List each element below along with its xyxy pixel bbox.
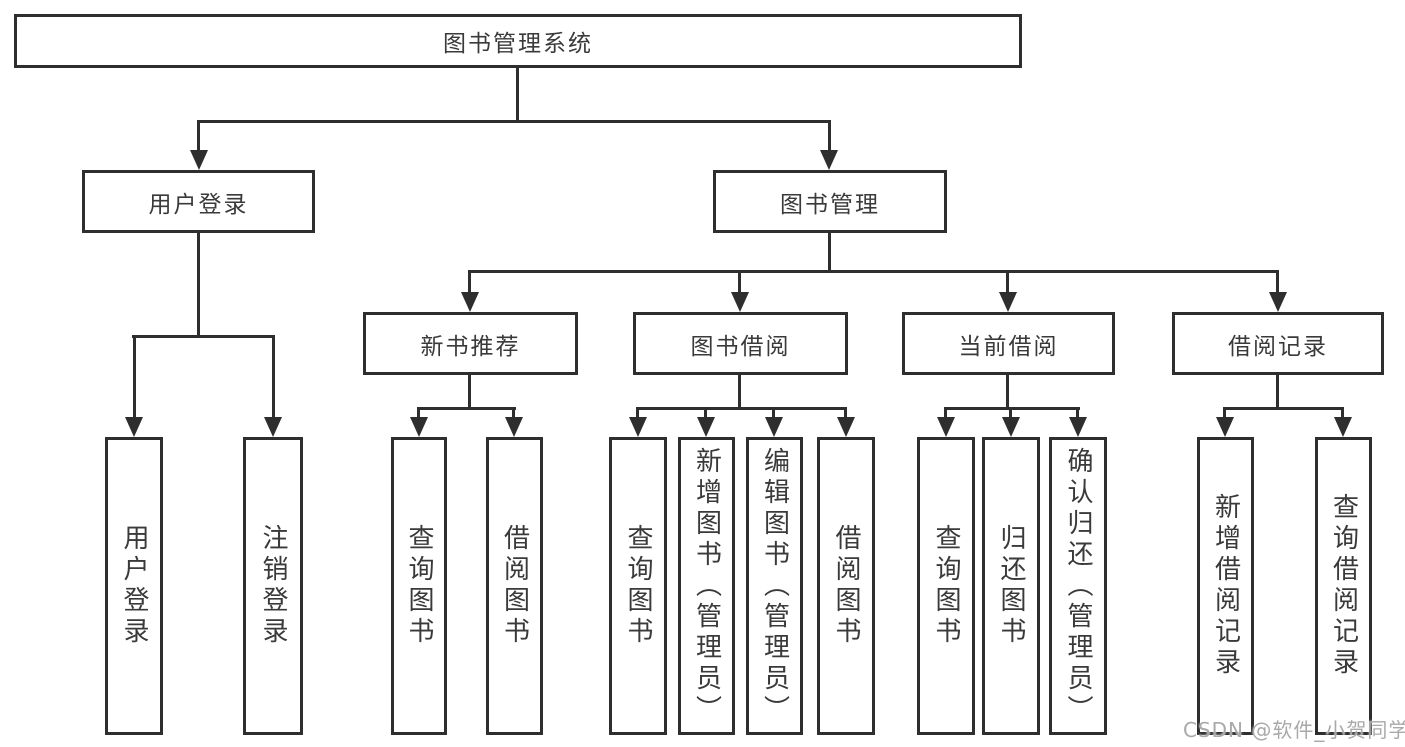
node-borrow-records-label: 借阅记录: [1228, 333, 1328, 360]
connector-line: [272, 335, 275, 417]
leaf-logout-label: 注销登录: [258, 524, 288, 648]
connector-line: [828, 120, 831, 150]
leaf-records-add-label: 新增借阅记录: [1210, 493, 1241, 679]
connector-line: [636, 407, 639, 417]
arrowhead-borrow-borrow: [837, 417, 855, 437]
connector-line: [1223, 407, 1226, 417]
connector-book-mgmt-split: [468, 270, 1279, 273]
node-book-borrow-label: 图书借阅: [690, 333, 791, 360]
connector-current-split: [944, 407, 1080, 410]
leaf-borrow-borrow: 借阅图书: [817, 437, 875, 735]
leaf-newbook-borrow-label: 借阅图书: [499, 524, 530, 648]
arrowhead-current-return: [1002, 417, 1020, 437]
connector-line: [944, 407, 947, 417]
leaf-current-query-label: 查询图书: [931, 524, 961, 648]
csdn-watermark: CSDN @软件_小贺同学: [1183, 718, 1405, 742]
arrowhead-current-confirm: [1069, 417, 1087, 437]
leaf-current-return: 归还图书: [982, 437, 1040, 735]
leaf-borrow-edit-label: 编辑图书（管理员）: [759, 446, 790, 726]
connector-records-split: [1223, 407, 1344, 410]
arrowhead-borrow-records: [1269, 292, 1287, 312]
node-borrow-records: 借阅记录: [1172, 312, 1384, 375]
connector-line: [512, 407, 515, 417]
connector-new-book-split: [417, 407, 516, 410]
connector-book-mgmt-stem: [828, 233, 831, 270]
leaf-records-query: 查询借阅记录: [1315, 437, 1372, 735]
leaf-records-query-label: 查询借阅记录: [1328, 493, 1359, 679]
leaf-user-login-label: 用户登录: [119, 524, 149, 648]
leaf-current-query: 查询图书: [917, 437, 975, 735]
arrowhead-leaf-logout: [264, 417, 282, 437]
connector-line: [197, 120, 200, 150]
node-new-book-recommend: 新书推荐: [363, 312, 578, 375]
arrowhead-leaf-user-login: [125, 417, 143, 437]
connector-line: [1341, 407, 1344, 417]
leaf-borrow-borrow-label: 借阅图书: [831, 524, 861, 648]
leaf-borrow-add: 新增图书（管理员）: [678, 437, 735, 735]
arrowhead-current-query: [937, 417, 955, 437]
connector-records-stem: [1276, 375, 1279, 407]
node-root-label: 图书管理系统: [443, 31, 593, 57]
leaf-logout: 注销登录: [243, 437, 303, 735]
arrowhead-borrow-query: [629, 417, 647, 437]
connector-line: [468, 270, 471, 292]
node-root: 图书管理系统: [14, 14, 1022, 68]
arrowhead-current-borrow: [999, 292, 1017, 312]
connector-user-login-split: [132, 335, 275, 338]
arrowhead-borrow-add: [697, 417, 715, 437]
leaf-borrow-edit: 编辑图书（管理员）: [746, 437, 803, 735]
node-user-login-label: 用户登录: [148, 191, 249, 218]
node-current-borrow: 当前借阅: [902, 312, 1115, 375]
connector-new-book-stem: [468, 375, 471, 407]
node-book-borrow: 图书借阅: [633, 312, 848, 375]
node-book-mgmt: 图书管理: [713, 170, 947, 233]
leaf-current-confirm: 确认归还（管理员）: [1049, 437, 1107, 735]
connector-user-login-stem: [197, 233, 200, 335]
arrowhead-book-mgmt: [820, 150, 838, 170]
connector-book-borrow-split: [636, 407, 847, 410]
leaf-borrow-query-label: 查询图书: [623, 524, 653, 648]
leaf-current-confirm-label: 确认归还（管理员）: [1063, 446, 1093, 726]
connector-book-borrow-stem: [738, 375, 741, 407]
leaf-current-return-label: 归还图书: [996, 524, 1026, 648]
arrowhead-records-add: [1216, 417, 1234, 437]
connector-line: [133, 335, 136, 417]
connector-line: [417, 407, 420, 417]
connector-line: [1006, 270, 1009, 292]
connector-line: [1009, 407, 1012, 417]
arrowhead-newbook-query: [410, 417, 428, 437]
connector-line: [844, 407, 847, 417]
arrowhead-user-login: [190, 150, 208, 170]
arrowhead-new-book: [461, 292, 479, 312]
leaf-user-login: 用户登录: [105, 437, 163, 735]
connector-root-split: [197, 120, 831, 123]
arrowhead-records-query: [1334, 417, 1352, 437]
connector-line: [772, 407, 775, 417]
node-current-borrow-label: 当前借阅: [958, 333, 1059, 360]
arrowhead-book-borrow: [731, 292, 749, 312]
arrowhead-newbook-borrow: [505, 417, 523, 437]
node-new-book-label: 新书推荐: [420, 333, 521, 360]
connector-root-stem: [516, 68, 519, 120]
arrowhead-borrow-edit: [765, 417, 783, 437]
connector-line: [1276, 270, 1279, 292]
leaf-newbook-query: 查询图书: [391, 437, 447, 735]
leaf-newbook-borrow: 借阅图书: [486, 437, 543, 735]
leaf-borrow-query: 查询图书: [609, 437, 667, 735]
connector-line: [704, 407, 707, 417]
leaf-records-add: 新增借阅记录: [1197, 437, 1254, 735]
connector-line: [1076, 407, 1079, 417]
connector-current-stem: [1006, 375, 1009, 407]
connector-line: [738, 270, 741, 292]
node-book-mgmt-label: 图书管理: [780, 191, 880, 218]
leaf-newbook-query-label: 查询图书: [404, 524, 434, 648]
leaf-borrow-add-label: 新增图书（管理员）: [691, 446, 722, 726]
node-user-login: 用户登录: [82, 170, 315, 233]
